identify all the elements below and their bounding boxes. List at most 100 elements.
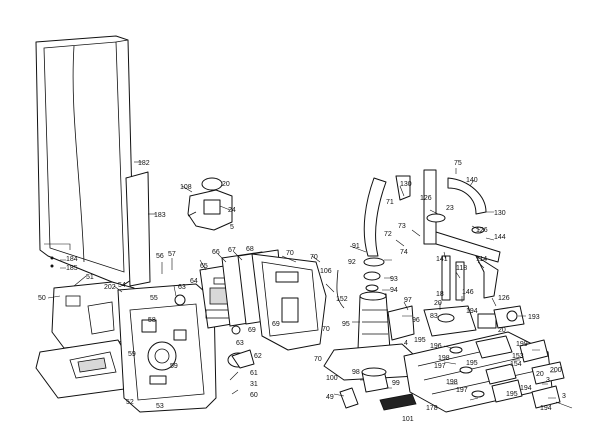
callout-178: 178 [426,405,438,412]
callout-195c: 195 [506,391,518,398]
callout-65: 65 [200,263,208,270]
callout-24: 24 [228,207,236,214]
callout-68: 68 [246,246,254,253]
callout-70c: 70 [322,326,330,333]
callout-60: 60 [250,392,258,399]
callout-56: 56 [156,253,164,260]
control-board-plate [117,283,217,413]
callout-59: 59 [128,351,136,358]
callout-153: 153 [512,353,524,360]
callout-195b: 195 [466,360,478,367]
callout-20c: 20 [498,327,506,334]
callout-184: 184 [66,256,78,263]
callout-97: 97 [404,297,412,304]
callout-3a: 3 [546,377,550,384]
callout-100: 100 [326,375,338,382]
callout-4: 4 [404,340,408,347]
callout-194b: 194 [520,385,532,392]
callout-58: 58 [148,317,156,324]
callout-63b: 63 [236,340,244,347]
callout-197a: 197 [434,363,446,370]
callout-92: 92 [348,259,356,266]
callout-194a: 194 [466,308,478,315]
drain-hose [379,393,417,411]
hose-connector [336,269,345,309]
callout-70b: 70 [310,254,318,261]
callout-94: 94 [390,287,398,294]
pump-motor [227,349,255,369]
callout-69b: 69 [272,321,280,328]
callout-95: 95 [342,321,350,328]
callout-199: 199 [516,341,528,348]
callout-126a: 126 [420,195,432,202]
callout-70d: 70 [314,356,322,363]
callout-31: 31 [250,381,258,388]
callout-197b: 197 [456,387,468,394]
leader-lines [47,161,573,409]
callout-183: 183 [154,212,166,219]
callout-3b: 3 [562,393,566,400]
callout-74: 74 [400,249,408,256]
callout-93: 93 [390,276,398,283]
callout-20d: 20 [536,371,544,378]
flue-pipes [363,177,387,292]
callout-126b: 126 [476,227,488,234]
callout-154: 154 [510,361,522,368]
mounting-bracket [387,305,415,341]
sensor-fitting [174,294,241,335]
callout-18: 18 [436,291,444,298]
callout-96: 96 [412,317,420,324]
callout-198a: 198 [438,355,450,362]
callout-5: 5 [230,224,234,231]
upper-pipework [395,169,501,299]
callout-140: 140 [466,177,478,184]
callout-52: 52 [126,399,134,406]
callout-72: 72 [384,231,392,238]
callout-196: 196 [430,343,442,350]
callout-144: 144 [494,234,506,241]
callout-114: 114 [476,256,487,263]
callout-75: 75 [454,160,462,167]
pipe-elbow [339,387,359,409]
callout-64: 64 [190,278,198,285]
callout-63: 63 [178,284,186,291]
callout-70a: 70 [286,250,294,257]
callout-66: 66 [212,249,220,256]
callout-53: 53 [156,403,164,410]
callout-20a: 20 [222,181,230,188]
callout-108: 108 [180,184,192,191]
lower-control-tray [35,339,137,399]
callout-126c: 126 [498,295,510,302]
callout-152: 152 [336,296,348,303]
callout-91: 91 [352,243,360,250]
callout-130a: 130 [400,181,412,188]
callout-labels: 182 183 184 185 51 50 202 54 55 56 57 58… [38,160,566,423]
callout-98: 98 [352,369,360,376]
callout-23: 23 [446,205,454,212]
callout-59b: 59 [170,363,178,370]
callout-141: 141 [436,256,448,263]
callout-106: 106 [320,268,332,275]
callout-182: 182 [138,160,150,167]
callout-67: 67 [228,247,236,254]
callout-69: 69 [248,327,256,334]
gas-valve [187,177,233,231]
callout-55: 55 [150,295,158,302]
callout-195a: 195 [414,337,426,344]
callout-185: 185 [66,265,78,272]
callout-20b: 20 [434,300,442,307]
callout-49: 49 [326,394,334,401]
callout-51: 51 [86,274,94,281]
callout-99: 99 [392,380,400,387]
condensate-trap [361,367,389,393]
electrical-box [251,253,327,351]
callout-202: 202 [104,284,116,291]
callout-57: 57 [168,251,176,258]
callout-194c: 194 [540,405,552,412]
front-casing-panel [35,35,135,287]
callout-73: 73 [398,223,406,230]
callout-200: 200 [550,367,562,374]
pipe-fittings [449,335,565,409]
water-pipes [441,255,465,301]
